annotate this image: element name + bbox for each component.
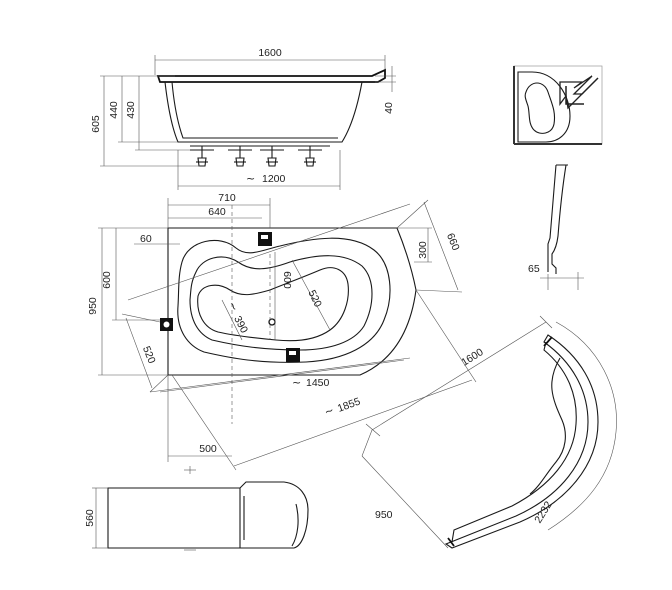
tub-outline-top — [167, 227, 417, 376]
dim-1600-side: 1600 — [258, 47, 282, 59]
dim-2232: 2232 — [532, 499, 555, 525]
drain-overflow-icon — [160, 318, 173, 331]
faucet-icon — [258, 232, 272, 246]
dim-710: 710 — [218, 192, 236, 204]
dim-1200: 1200 — [262, 173, 286, 185]
curved-panel-plan: 1600 950 2232 — [361, 315, 617, 549]
dim-60: 60 — [140, 233, 152, 245]
side-view: 1600 605 440 — [90, 47, 396, 190]
dim-40: 40 — [383, 102, 395, 114]
panel-profile: 65 — [528, 164, 584, 290]
tub-legs — [190, 146, 322, 167]
tub-basin-outer — [177, 237, 391, 363]
dim-950-panel: 950 — [375, 509, 393, 521]
dim-500: 500 — [199, 443, 217, 455]
dim-300: 300 — [417, 241, 429, 259]
dim-430: 430 — [125, 101, 137, 119]
dim-65: 65 — [528, 263, 540, 275]
dim-440: 440 — [108, 101, 120, 119]
front-view: 560 — [84, 466, 309, 551]
panel-curve-outer — [444, 334, 599, 549]
dim-520-inner: 520 — [305, 288, 324, 309]
tub-body-side — [164, 81, 363, 143]
dim-560: 560 — [84, 509, 96, 527]
dim-605: 605 — [90, 115, 102, 133]
faucet-icon — [286, 348, 300, 362]
approx-1450: ~ — [292, 376, 301, 389]
dim-640: 640 — [208, 206, 226, 218]
dim-390: 390 — [231, 314, 250, 335]
dim-1450: 1450 — [306, 377, 330, 389]
dim-950-top: 950 — [87, 297, 99, 315]
top-view: 710 640 60 950 600 600 520 ~ 390 300 660 — [87, 192, 477, 471]
corner-location-thumbnail-icon — [513, 65, 603, 145]
tub-inner-line — [171, 81, 338, 139]
front-panel — [107, 481, 309, 549]
approx-1200: ~ — [246, 172, 255, 185]
dim-1600-panel: 1600 — [459, 346, 485, 369]
dim-1855: 1855 — [336, 395, 362, 414]
tub-basin-inner — [189, 255, 373, 351]
approx-1855: ~ — [323, 403, 336, 418]
tub-basin-floor — [197, 267, 349, 342]
arrow-icon — [559, 75, 599, 110]
dim-600-inner: 600 — [281, 271, 293, 289]
dim-660: 660 — [444, 232, 462, 253]
tub-rim — [156, 68, 386, 83]
dim-600-left: 600 — [101, 271, 113, 289]
